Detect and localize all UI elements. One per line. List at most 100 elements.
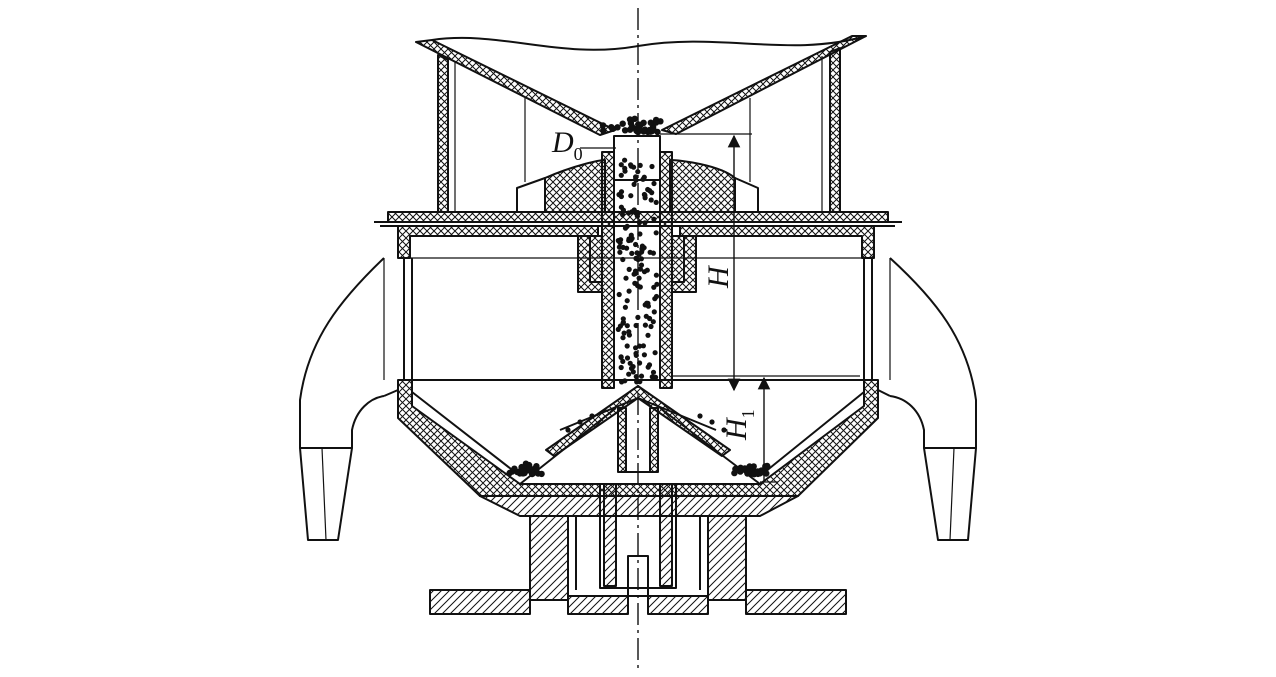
particle: [626, 266, 632, 272]
particle: [651, 216, 657, 222]
particle: [618, 193, 625, 200]
particle: [526, 464, 533, 471]
label-d0: D0: [551, 126, 583, 164]
particle: [653, 119, 660, 126]
particle: [533, 463, 540, 470]
particle: [631, 164, 637, 170]
particle: [618, 364, 624, 371]
particle: [631, 181, 637, 187]
particle: [639, 243, 646, 249]
particle: [628, 232, 634, 238]
particle: [653, 272, 660, 278]
particle: [634, 379, 640, 385]
particle: [647, 188, 653, 194]
particle: [635, 169, 641, 175]
particle: [633, 241, 639, 248]
particle: [637, 266, 644, 272]
particle: [624, 355, 631, 361]
particle: [636, 275, 642, 281]
particle: [618, 354, 624, 360]
particle: [620, 256, 626, 263]
particle: [642, 322, 649, 328]
particle: [648, 197, 654, 203]
particle: [631, 271, 637, 277]
particle: [636, 343, 643, 349]
particle: [631, 115, 638, 123]
particle: [621, 127, 629, 134]
particle: [634, 213, 641, 219]
particle: [648, 323, 654, 330]
particle: [630, 364, 636, 370]
particle: [600, 127, 607, 134]
particle: [514, 468, 521, 476]
particle: [624, 343, 630, 349]
particle: [633, 350, 639, 357]
particle: [653, 293, 660, 300]
particle: [649, 374, 655, 380]
particle: [519, 468, 526, 475]
particle: [650, 369, 657, 375]
particle: [653, 199, 659, 205]
particle: [622, 157, 628, 163]
particle: [709, 419, 715, 425]
particle: [721, 427, 727, 433]
particle: [622, 225, 629, 231]
particle: [647, 315, 653, 322]
particle: [754, 468, 761, 475]
particle: [649, 163, 655, 170]
particle: [651, 180, 657, 187]
distributor-cap: [516, 159, 759, 213]
conical-bowl: [397, 379, 879, 517]
particle: [538, 470, 545, 478]
particle: [630, 369, 636, 375]
particle: [635, 256, 641, 263]
particle: [651, 284, 657, 290]
particle: [644, 300, 650, 306]
particle: [622, 165, 628, 171]
shaft-and-base: [429, 483, 847, 615]
particle: [626, 116, 634, 123]
particle: [641, 352, 648, 358]
particle: [642, 195, 648, 201]
particle: [645, 332, 651, 338]
particle: [737, 468, 744, 475]
particle: [619, 379, 625, 385]
particle: [635, 125, 643, 132]
particle: [577, 419, 583, 425]
particle: [565, 427, 571, 433]
particle: [626, 329, 632, 335]
particle: [653, 230, 659, 236]
particle: [614, 124, 621, 131]
particle: [620, 335, 626, 341]
particle: [633, 281, 639, 287]
outer-casing: [299, 257, 977, 541]
particle: [618, 204, 625, 210]
particle: [626, 371, 632, 377]
particle: [744, 468, 752, 476]
particle: [624, 323, 630, 329]
particle: [618, 172, 624, 178]
particle: [620, 244, 626, 250]
particle: [637, 284, 643, 290]
particle: [650, 127, 657, 134]
particle: [618, 189, 625, 195]
dimension-lines: [580, 133, 860, 483]
particle: [640, 128, 647, 135]
particle: [633, 322, 639, 329]
particle: [616, 291, 622, 298]
particle: [635, 314, 641, 320]
particle: [645, 364, 651, 370]
particle: [650, 319, 656, 325]
particle: [628, 193, 634, 199]
particle: [626, 288, 632, 294]
particle: [508, 468, 516, 475]
particle: [629, 209, 635, 215]
particle: [640, 176, 646, 182]
particle: [637, 360, 643, 366]
particle: [652, 350, 658, 356]
particle: [589, 413, 595, 419]
particle: [732, 465, 739, 473]
particle: [647, 249, 653, 255]
label-h1: H1: [720, 409, 758, 441]
particle: [528, 469, 535, 476]
